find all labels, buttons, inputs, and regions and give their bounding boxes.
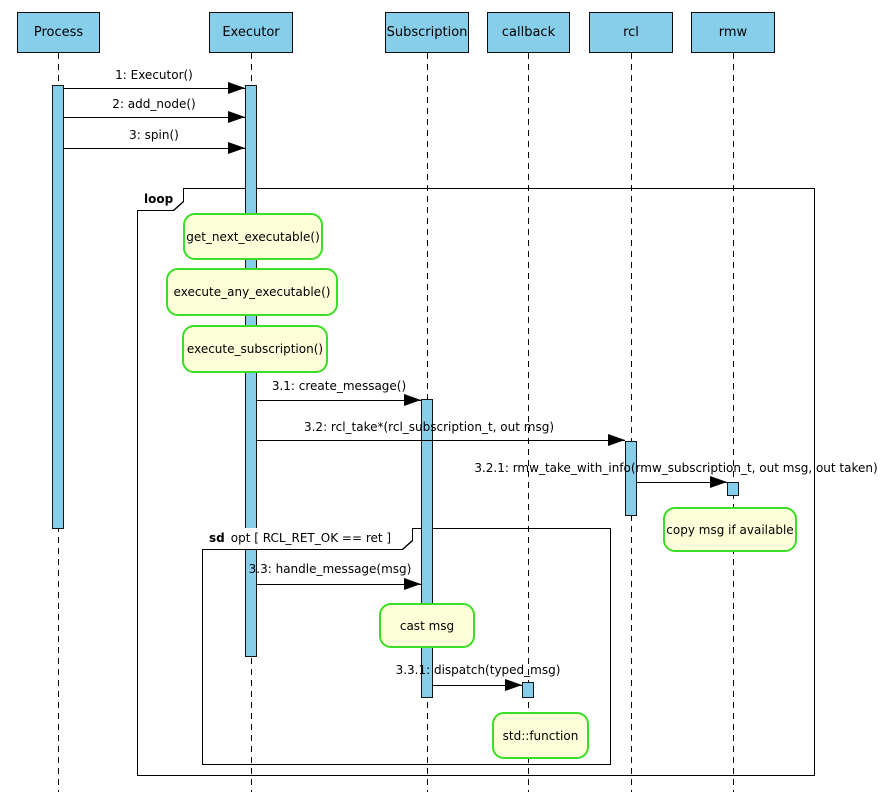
lifeline-rcl [631,53,632,792]
action-box-copy-msg: copy msg if available [663,507,797,552]
participant-box-process: Process [17,12,100,53]
action-box-cast-msg: cast msg [379,603,475,648]
action-box-get-next-executable: get_next_executable() [183,213,323,260]
message-line [257,584,421,585]
message-label: 3.1: create_message() [271,379,407,393]
message-line [637,482,727,483]
arrowhead-icon [228,111,245,123]
message-label: 2: add_node() [112,97,196,111]
participant-label: callback [501,25,556,40]
action-label: cast msg [399,618,455,633]
message-label: 3.3: handle_message(msg) [248,562,412,576]
message-line [64,148,245,149]
message-label: 3.3.1: dispatch(typed_msg) [395,663,561,677]
fragment-sd-keyword: sd [209,531,225,545]
lifeline-callback [528,53,529,792]
participant-label: rmw [718,25,748,40]
participant-label: Process [33,25,84,40]
activation-rcl [625,441,637,516]
arrowhead-icon [710,476,727,488]
action-label: execute_subscription() [186,342,324,356]
participant-label: Subscription [386,25,468,40]
participant-box-rcl: rcl [589,12,673,53]
fragment-sd-label: sd opt [ RCL_RET_OK == ret ] [202,528,413,550]
activation-rmw [727,482,739,496]
message-line [257,400,421,401]
message-label: 3.2.1: rmw_take_with_info(rmw_subscripti… [474,461,878,475]
message-line [64,117,245,118]
message-line [64,88,245,89]
message-label: 3: spin() [129,128,179,142]
action-label: copy msg if available [666,522,794,537]
activation-process [52,85,64,529]
action-label: get_next_executable() [186,229,320,244]
message-line [433,685,522,686]
participant-box-subscription: Subscription [385,12,469,53]
action-box-execute-subscription: execute_subscription() [182,325,328,373]
message-label: 1: Executor() [115,68,193,82]
participant-box-rmw: rmw [691,12,775,53]
participant-label: Executor [222,25,280,40]
arrowhead-icon [404,394,421,406]
message-label: 3.2: rcl_take*(rcl_subscription_t, out m… [303,420,555,434]
fragment-loop-label: loop [137,188,184,211]
action-label: execute_any_executable() [173,285,331,299]
action-box-execute-any-executable: execute_any_executable() [166,268,338,316]
action-label: std::function [502,728,579,743]
participant-box-executor: Executor [209,12,293,53]
participant-label: rcl [623,25,639,40]
arrowhead-icon [608,434,625,446]
lifeline-rmw [733,53,734,792]
action-box-std-function: std::function [492,712,589,759]
arrowhead-icon [228,82,245,94]
fragment-loop-keyword: loop [144,191,174,206]
fragment-loop-frame [137,188,815,776]
arrowhead-icon [505,679,522,691]
arrowhead-icon [404,578,421,590]
participant-box-callback: callback [487,12,570,53]
fragment-sd-condition: opt [ RCL_RET_OK == ret ] [230,531,392,545]
activation-subscription [421,399,433,698]
message-line [257,440,625,441]
arrowhead-icon [228,142,245,154]
activation-callback [522,682,534,698]
